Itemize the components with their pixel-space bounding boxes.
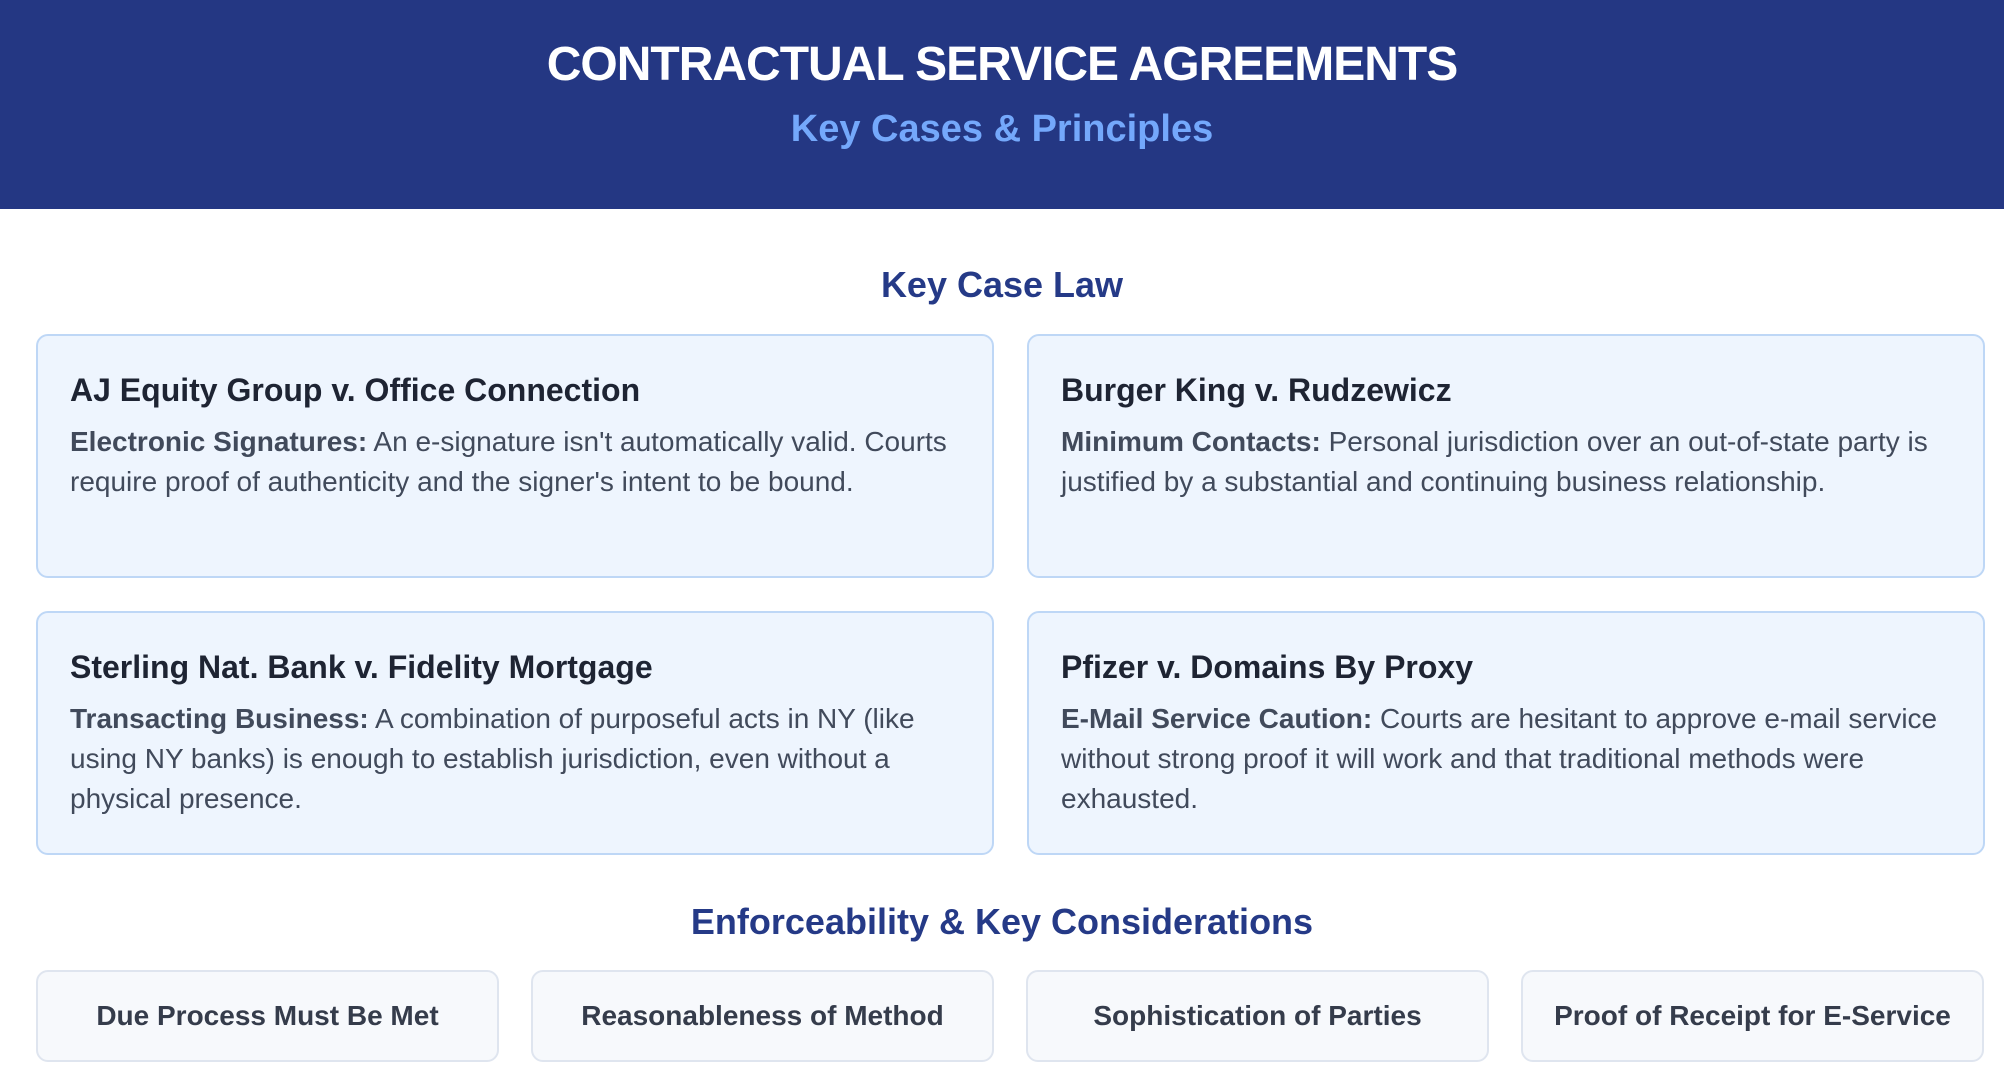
- case-principle-text: Courts are hesitant to approve e-mail se…: [1061, 703, 1938, 814]
- case-card-aj-equity: AJ Equity Group v. Office Connection Ele…: [36, 334, 994, 578]
- case-title: AJ Equity Group v. Office Connection: [70, 372, 641, 408]
- case-card-burger-king: Burger King v. Rudzewicz Minimum Contact…: [1027, 334, 1985, 578]
- case-principle-label: Transacting Business:: [70, 703, 369, 734]
- case-description: E-Mail Service Caution: Courts are hesit…: [1061, 699, 1951, 819]
- case-principle-label: E-Mail Service Caution:: [1061, 703, 1373, 734]
- case-principle-text: Personal jurisdiction over an out-of-sta…: [1061, 426, 1928, 497]
- considerations-row: Due Process Must Be Met Reasonableness o…: [36, 970, 2004, 1062]
- case-principle-label: Electronic Signatures:: [70, 426, 368, 457]
- case-principle-text: A combination of purposeful acts in NY (…: [70, 703, 915, 814]
- case-description: Minimum Contacts: Personal jurisdiction …: [1061, 422, 1951, 502]
- page-subtitle: Key Cases & Principles: [790, 108, 1214, 150]
- case-principle-text: An e-signature isn't automatically valid…: [70, 426, 947, 497]
- case-card-pfizer: Pfizer v. Domains By Proxy E-Mail Servic…: [1027, 611, 1985, 855]
- case-cards-grid: AJ Equity Group v. Office Connection Ele…: [36, 334, 2004, 855]
- case-principle-label: Minimum Contacts:: [1061, 426, 1321, 457]
- case-title: Burger King v. Rudzewicz: [1061, 372, 1452, 408]
- case-description: Transacting Business: A combination of p…: [70, 699, 960, 819]
- consideration-reasonableness: Reasonableness of Method: [531, 970, 994, 1062]
- consideration-sophistication: Sophistication of Parties: [1026, 970, 1489, 1062]
- case-description: Electronic Signatures: An e-signature is…: [70, 422, 960, 502]
- case-title: Sterling Nat. Bank v. Fidelity Mortgage: [70, 649, 653, 685]
- page-header: CONTRACTUAL SERVICE AGREEMENTS Key Cases…: [0, 0, 2004, 209]
- page-title: CONTRACTUAL SERVICE AGREEMENTS: [546, 38, 1459, 91]
- case-title: Pfizer v. Domains By Proxy: [1061, 649, 1473, 685]
- case-card-sterling: Sterling Nat. Bank v. Fidelity Mortgage …: [36, 611, 994, 855]
- consideration-due-process: Due Process Must Be Met: [36, 970, 499, 1062]
- considerations-heading: Enforceability & Key Considerations: [690, 901, 1314, 942]
- consideration-proof-of-receipt: Proof of Receipt for E-Service: [1521, 970, 1984, 1062]
- key-case-law-heading: Key Case Law: [880, 264, 1124, 305]
